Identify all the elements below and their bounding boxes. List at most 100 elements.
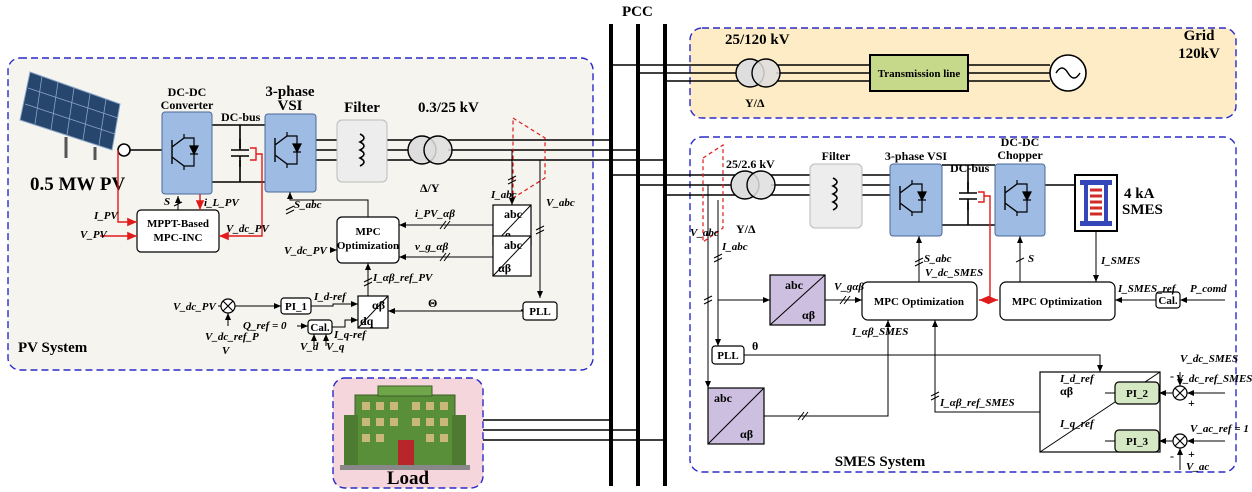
pv-mpc-label-1: MPC <box>355 226 380 238</box>
pv-theta: Θ <box>428 296 437 310</box>
smes-transformer-winding: Y/Δ <box>736 222 756 236</box>
grid-transformer-icon <box>735 58 781 88</box>
pv-sig-qref: Q_ref = 0 <box>243 320 287 332</box>
pv-measurement-point <box>512 116 546 200</box>
smes-theta: θ <box>752 339 758 353</box>
smes-chopper-label-2: Chopper <box>997 148 1043 162</box>
smes-transformer-rating: 25/2.6 kV <box>726 157 775 171</box>
pv-sig-vpv: V_PV <box>80 229 109 241</box>
load-label: Load <box>387 468 430 489</box>
pv-sig-vabc: V_abc <box>546 197 575 209</box>
pv-sig-s: S <box>164 196 170 208</box>
pv-sig-vdcpv-mppt: V_dc_PV <box>226 223 270 235</box>
smes-rating-1: 4 kA <box>1124 186 1155 202</box>
smes-measurement-point <box>702 143 724 244</box>
superconducting-coil-icon <box>1074 174 1118 232</box>
smes-sig-vdcrefsmes: V_dc_ref_SMES <box>1176 373 1252 385</box>
smes-pi2-label: PI_2 <box>1126 388 1149 400</box>
pv-ab-2: αβ <box>498 261 511 275</box>
smes-sig-vabc: V_abc <box>690 227 719 239</box>
pv-sig-vq: V_q <box>326 341 345 353</box>
pv-vsi-label-1: 3-phase <box>265 84 315 100</box>
pv-dcbus-label: DC-bus <box>221 110 261 124</box>
pv-dcdc-label-1: DC-DC <box>168 85 207 99</box>
pv-sig-vdcref-2: V <box>222 345 231 357</box>
smes-transformer-icon <box>730 170 776 200</box>
smes-sign-minus-1: - <box>1170 369 1174 383</box>
grid-voltage: 120kV <box>1178 46 1220 62</box>
pv-abc-2: abc <box>504 238 523 252</box>
pv-ab-3: αβ <box>372 298 385 312</box>
smes-sig-ismesref: I_SMES_ref <box>1117 283 1177 295</box>
smes-sig-iab-ref-smes: I_αβ_ref_SMES <box>939 397 1015 409</box>
pv-power-wires <box>130 124 665 183</box>
pv-filter-label: Filter <box>344 100 380 116</box>
pv-system-label: PV System <box>18 340 88 356</box>
pv-pll-label: PLL <box>529 306 550 318</box>
ac-source-icon <box>1049 54 1087 92</box>
smes-chopper <box>994 163 1046 237</box>
smes-mpc-left-label: MPC Optimization <box>874 296 964 308</box>
smes-sig-vdcsmes-fb: V_dc_SMES <box>1180 353 1238 365</box>
summing-junction-icon <box>1172 385 1188 401</box>
smes-pll-label: PLL <box>717 350 738 362</box>
smes-dcbus-label: DC-bus <box>950 161 990 175</box>
pv-sig-sabc: S_abc <box>294 199 322 211</box>
pv-transformer-icon <box>407 135 453 165</box>
pv-sig-ilpv: i_L_PV <box>204 197 240 209</box>
pv-sig-vg-ab: v_g_αβ <box>415 241 448 253</box>
smes-vsi <box>889 163 943 237</box>
smes-sig-iabc: I_abc <box>721 241 748 253</box>
smes-abc-2: abc <box>714 391 733 405</box>
smes-ab-3: αβ <box>1060 384 1073 398</box>
building-icon <box>340 385 470 470</box>
smes-sig-vgab: V_gαβ <box>834 281 864 293</box>
pv-sig-vdcref-1: V_dc_ref_P <box>205 331 259 343</box>
pv-cal-label: Cal. <box>310 322 330 334</box>
pv-vsi <box>264 113 317 193</box>
pv-sig-iab-ref: I_αβ_ref_PV <box>372 272 434 284</box>
pcc-label: PCC <box>622 4 653 20</box>
smes-system-label: SMES System <box>835 454 926 470</box>
smes-sig-pcomd: P_comd <box>1190 283 1227 295</box>
smes-ab-2: αβ <box>740 427 753 441</box>
summing-junction-icon <box>1172 433 1188 449</box>
pv-sig-iabc: I_abc <box>490 189 517 201</box>
smes-rating-2: SMES <box>1122 202 1163 218</box>
pv-sig-ipv-ab: i_PV_αβ <box>415 208 455 220</box>
smes-cal-label: Cal. <box>1158 295 1178 307</box>
transmission-line-block <box>869 54 969 92</box>
pv-sig-vdcpv-sum: V_dc_PV <box>173 301 217 313</box>
smes-sign-minus-2: - <box>1170 449 1174 463</box>
pv-sig-vdcpv-mpc: V_dc_PV <box>284 245 328 257</box>
pv-system-panel <box>7 57 594 371</box>
pv-mpc-label-2: Optimization <box>337 240 399 252</box>
pv-mppt-label-1: MPPT-Based <box>147 218 209 230</box>
pv-rating: 0.5 MW PV <box>30 174 125 195</box>
smes-sig-idref: I_d_ref <box>1059 373 1095 385</box>
pv-sig-idref: I_d-ref <box>313 291 347 303</box>
transmission-line-label: Transmission line <box>878 68 961 80</box>
smes-abc-1: abc <box>785 278 804 292</box>
summing-junction-icon <box>220 298 236 314</box>
smes-sig-vac: V_ac <box>1186 461 1209 473</box>
pv-dcdc-label-2: Converter <box>161 98 214 112</box>
smes-sig-vdcsmes: V_dc_SMES <box>925 267 983 279</box>
pv-vsi-label-2: VSI <box>277 98 302 114</box>
pv-dq-3: dq <box>360 314 374 328</box>
pv-pi1-label: PI_1 <box>285 301 307 313</box>
pv-mppt-block <box>136 209 220 253</box>
pv-mppt-label-2: MPC-INC <box>154 232 203 244</box>
grid-transformer-winding: Y/Δ <box>745 96 765 110</box>
pv-sig-iqref: I_q-ref <box>333 329 367 341</box>
smes-sig-iqref: I_q_ref <box>1059 418 1095 430</box>
pv-transformer-winding: Δ/Y <box>420 181 440 195</box>
grid-transformer-rating: 25/120 kV <box>725 32 790 48</box>
pv-sig-ipv: I_PV <box>93 210 120 222</box>
smes-vsi-label: 3-phase VSI <box>885 149 947 163</box>
smes-mpc-right-label: MPC Optimization <box>1012 296 1102 308</box>
smes-sig-sabc: S_abc <box>924 253 952 265</box>
smes-sig-ismes: I_SMES <box>1100 255 1140 267</box>
smes-filter-label: Filter <box>822 149 851 163</box>
